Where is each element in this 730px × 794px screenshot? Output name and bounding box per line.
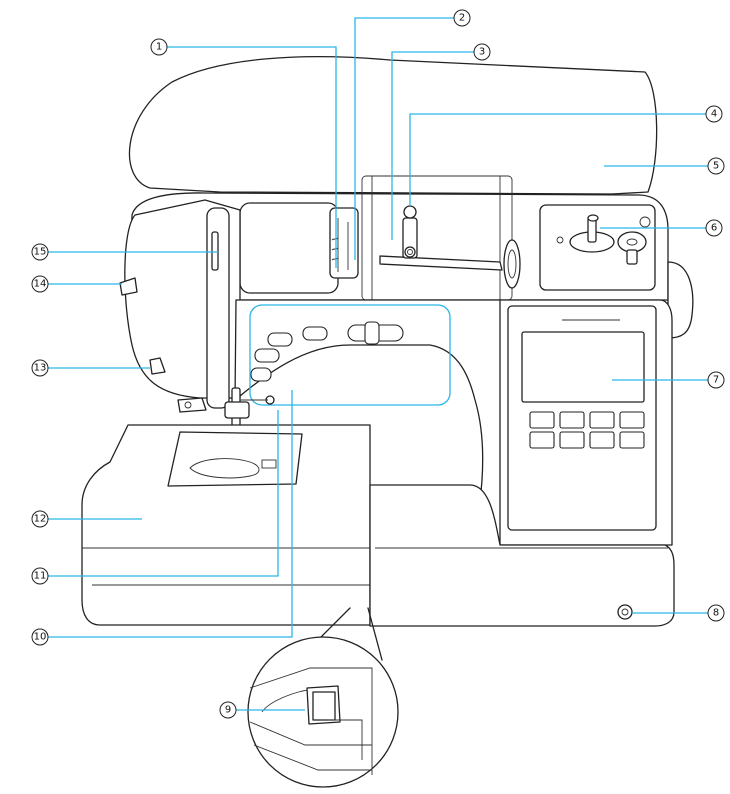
sewing-machine-illustration [81, 56, 694, 788]
spool-pin [379, 255, 503, 271]
svg-text:4: 4 [711, 109, 717, 120]
jack [617, 604, 633, 620]
svg-text:7: 7 [713, 375, 719, 386]
label-7: 7 [707, 371, 725, 389]
label-9: 9 [219, 701, 237, 719]
svg-text:12: 12 [34, 514, 47, 525]
svg-text:1: 1 [156, 42, 162, 53]
base-right [369, 484, 675, 627]
callout-line-4 [409, 113, 706, 206]
top-cover [128, 56, 658, 195]
label-6: 6 [705, 219, 723, 237]
label-15: 15 [31, 243, 49, 261]
label-8: 8 [707, 604, 725, 622]
svg-text:8: 8 [713, 608, 719, 619]
label-14: 14 [31, 275, 49, 293]
label-4: 4 [705, 105, 723, 123]
thread-cutter [119, 277, 138, 296]
label-12: 12 [31, 510, 49, 528]
svg-text:14: 14 [34, 279, 47, 290]
label-13: 13 [31, 359, 49, 377]
lcd-screen [521, 331, 645, 403]
presser-foot-lever [149, 357, 166, 375]
callout-line-3 [391, 51, 474, 240]
svg-text:3: 3 [479, 47, 485, 58]
label-1: 1 [150, 38, 168, 56]
label-10: 10 [31, 628, 49, 646]
callout-line-2 [354, 17, 454, 260]
label-2: 2 [453, 9, 471, 27]
zoom-inset-contents [249, 667, 373, 775]
label-5: 5 [707, 157, 725, 175]
lcd-keys [529, 411, 645, 449]
machine-bed [81, 424, 371, 626]
handwheel [667, 261, 694, 339]
callout-line-11 [48, 410, 279, 577]
svg-text:11: 11 [34, 571, 47, 582]
svg-text:15: 15 [34, 247, 47, 258]
callout-lines [48, 17, 708, 711]
number-markers: 1 2 3 4 5 6 7 8 9 10 11 12 13 14 15 [31, 9, 725, 719]
svg-text:9: 9 [225, 705, 231, 716]
svg-text:6: 6 [711, 223, 717, 234]
operation-buttons [250, 321, 404, 382]
callout-line-10 [48, 390, 293, 638]
label-11: 11 [31, 567, 49, 585]
svg-text:2: 2 [459, 13, 465, 24]
svg-text:5: 5 [713, 161, 719, 172]
svg-text:10: 10 [34, 632, 47, 643]
svg-text:13: 13 [34, 363, 47, 374]
callout-line-1 [167, 46, 337, 268]
label-3: 3 [473, 43, 491, 61]
